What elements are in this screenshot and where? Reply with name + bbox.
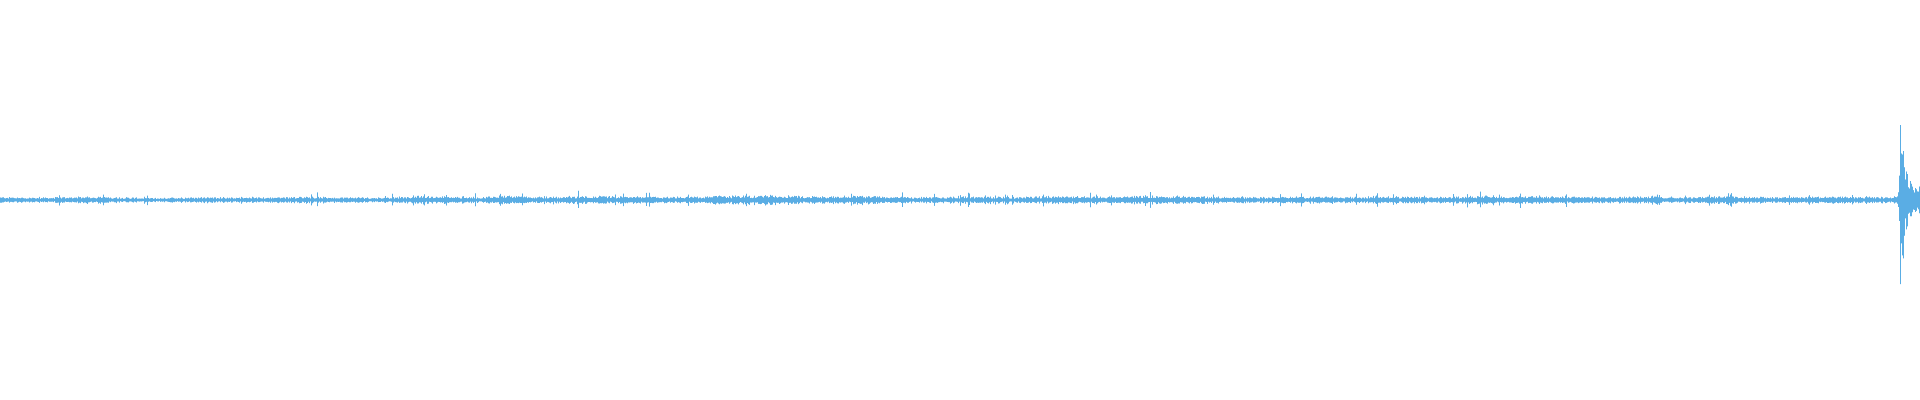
waveform-trace [0, 125, 1920, 285]
waveform-series [0, 125, 1920, 285]
